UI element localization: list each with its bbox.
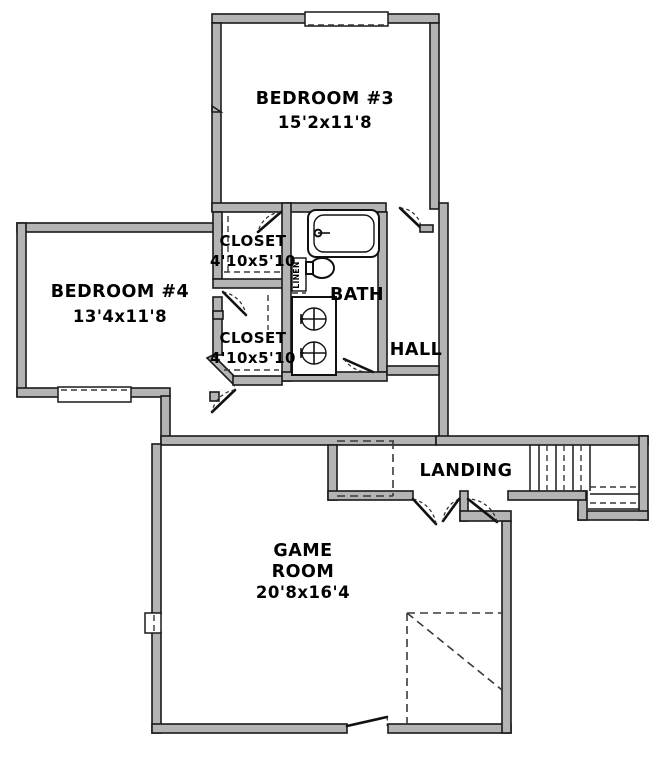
label-game-room-name: GAME (273, 541, 332, 561)
wall-bedroom3-west (212, 23, 221, 211)
window-gameroom-west (145, 613, 161, 633)
wall-door-jamb-bedroom4 (210, 392, 219, 401)
door-closet-upper-leaf (256, 210, 283, 234)
wall-bedroom4-east-drop (161, 396, 170, 444)
door-closet-lower-leaf (221, 290, 248, 317)
door-landing-left-leaf (411, 497, 438, 526)
wall-bedroom3-south-left (212, 203, 290, 212)
door-bedroom3-hall-jamb-outline (419, 224, 434, 233)
wall-hall-south-stub-outline (386, 365, 440, 376)
wall-gameroom-east (502, 521, 511, 733)
window-gameroom-west-frame (144, 612, 162, 634)
door-landing-left2-leaf (441, 497, 461, 523)
wall-gameroom-south-right (388, 724, 511, 733)
door-gameroom-south-leaf (345, 715, 389, 728)
wall-closet-lower-west-outline (212, 296, 223, 356)
wall-closet-divider (213, 279, 291, 288)
door-bedroom3-hall-jamb (420, 225, 433, 232)
label-closet-upper-name: CLOSET (219, 232, 286, 250)
wall-door-jamb-bedroom4-outline (209, 391, 220, 402)
wall-hall-south-stub (387, 366, 439, 375)
label-hall-name: HALL (390, 340, 443, 360)
wall-gameroom-west-lower (152, 632, 161, 733)
wall-closet-lower-south-outline (232, 375, 283, 386)
wall-bath-west (282, 203, 291, 381)
door-closet-lower-jamb (213, 311, 223, 319)
wall-gameroom-north (161, 436, 436, 445)
door-landing-right-arc (467, 498, 498, 523)
closet-shelving (224, 216, 281, 371)
door-landing-left2-arc (442, 498, 460, 522)
label-game-room-name-line2: ROOM (272, 562, 335, 582)
door-bedroom4-leaf (210, 388, 237, 414)
door-landing-right-leaf (466, 497, 499, 524)
label-linen-closet: LINEN (292, 261, 301, 288)
wall-landing-bump-west (578, 491, 587, 520)
staircase (529, 445, 639, 510)
wall-structure (16, 11, 649, 734)
wall-bedroom3-east-outline (429, 22, 440, 210)
door-bath-hall-leaf (342, 357, 375, 374)
window-bedroom3-north (305, 12, 388, 26)
bath-fixtures (291, 209, 380, 376)
wall-landing-west (328, 445, 337, 500)
window-bedroom4-south-frame (57, 386, 132, 403)
label-bath-name: BATH (330, 285, 384, 305)
wall-gameroom-south-left (152, 724, 347, 733)
door-bedroom4-arc (211, 389, 236, 413)
wall-bedroom4-south-right (128, 388, 170, 397)
wall-gameroom-northeast-return-outline (459, 510, 512, 522)
wall-gameroom-south-left-outline (151, 723, 348, 734)
wall-bedroom3-south-right (290, 203, 386, 212)
room-labels: BEDROOM #3 15'2x11'8 BEDROOM #4 13'4x11'… (51, 89, 513, 602)
wall-hall-east (439, 203, 448, 443)
wall-closet-upper-west (213, 212, 222, 279)
door-bath-hall-arc (343, 358, 374, 373)
dashed-overlays (337, 440, 503, 725)
wall-landing-east (639, 436, 648, 520)
window-bedroom3-north-frame (304, 11, 389, 27)
door-bedroom3-hall-leaf (398, 206, 423, 230)
wall-bedroom3-west-return (211, 104, 224, 113)
wall-landing-south-westseg-outline (327, 490, 414, 501)
label-bedroom-3-name: BEDROOM #3 (256, 89, 394, 109)
wall-landing-south-bump (578, 511, 648, 520)
door-landing-left-arc (412, 498, 437, 525)
wall-landing-north (436, 436, 648, 445)
wall-bath-east (378, 212, 387, 372)
wall-landing-south-left (508, 491, 586, 500)
door-closet-lower-jamb-outline (212, 310, 224, 320)
wall-landing-door-post (460, 491, 468, 521)
understair-diagonal (406, 612, 503, 691)
wall-gameroom-west-upper (152, 444, 161, 614)
wall-closet-lower-west (213, 297, 222, 355)
label-closet-lower-name: CLOSET (219, 329, 286, 347)
label-bedroom-4-dimensions: 13'4x11'8 (73, 307, 167, 326)
wall-bedroom4-west (17, 223, 26, 396)
door-closet-upper-arc (257, 211, 282, 233)
window-bedroom4-south (58, 387, 131, 402)
wall-bedroom4-south-left (17, 388, 61, 397)
label-bedroom-4-name: BEDROOM #4 (51, 282, 189, 302)
label-landing-name: LANDING (420, 461, 513, 481)
wall-bath-south (282, 372, 387, 381)
wall-bedroom3-east (430, 23, 439, 209)
label-bedroom-3-dimensions: 15'2x11'8 (278, 113, 372, 132)
door-closet-lower-arc (222, 291, 247, 316)
label-game-room-dimensions: 20'8x16'4 (256, 583, 350, 602)
label-closet-lower-dimensions: 4'10x5'10 (210, 349, 296, 367)
wall-gameroom-northeast-return (460, 511, 511, 521)
toilet-tank (305, 261, 314, 275)
doors (210, 206, 499, 728)
wall-closet-lower-south (233, 376, 282, 385)
wall-bedroom4-north (17, 223, 222, 232)
label-closet-upper-dimensions: 4'10x5'10 (210, 252, 296, 270)
